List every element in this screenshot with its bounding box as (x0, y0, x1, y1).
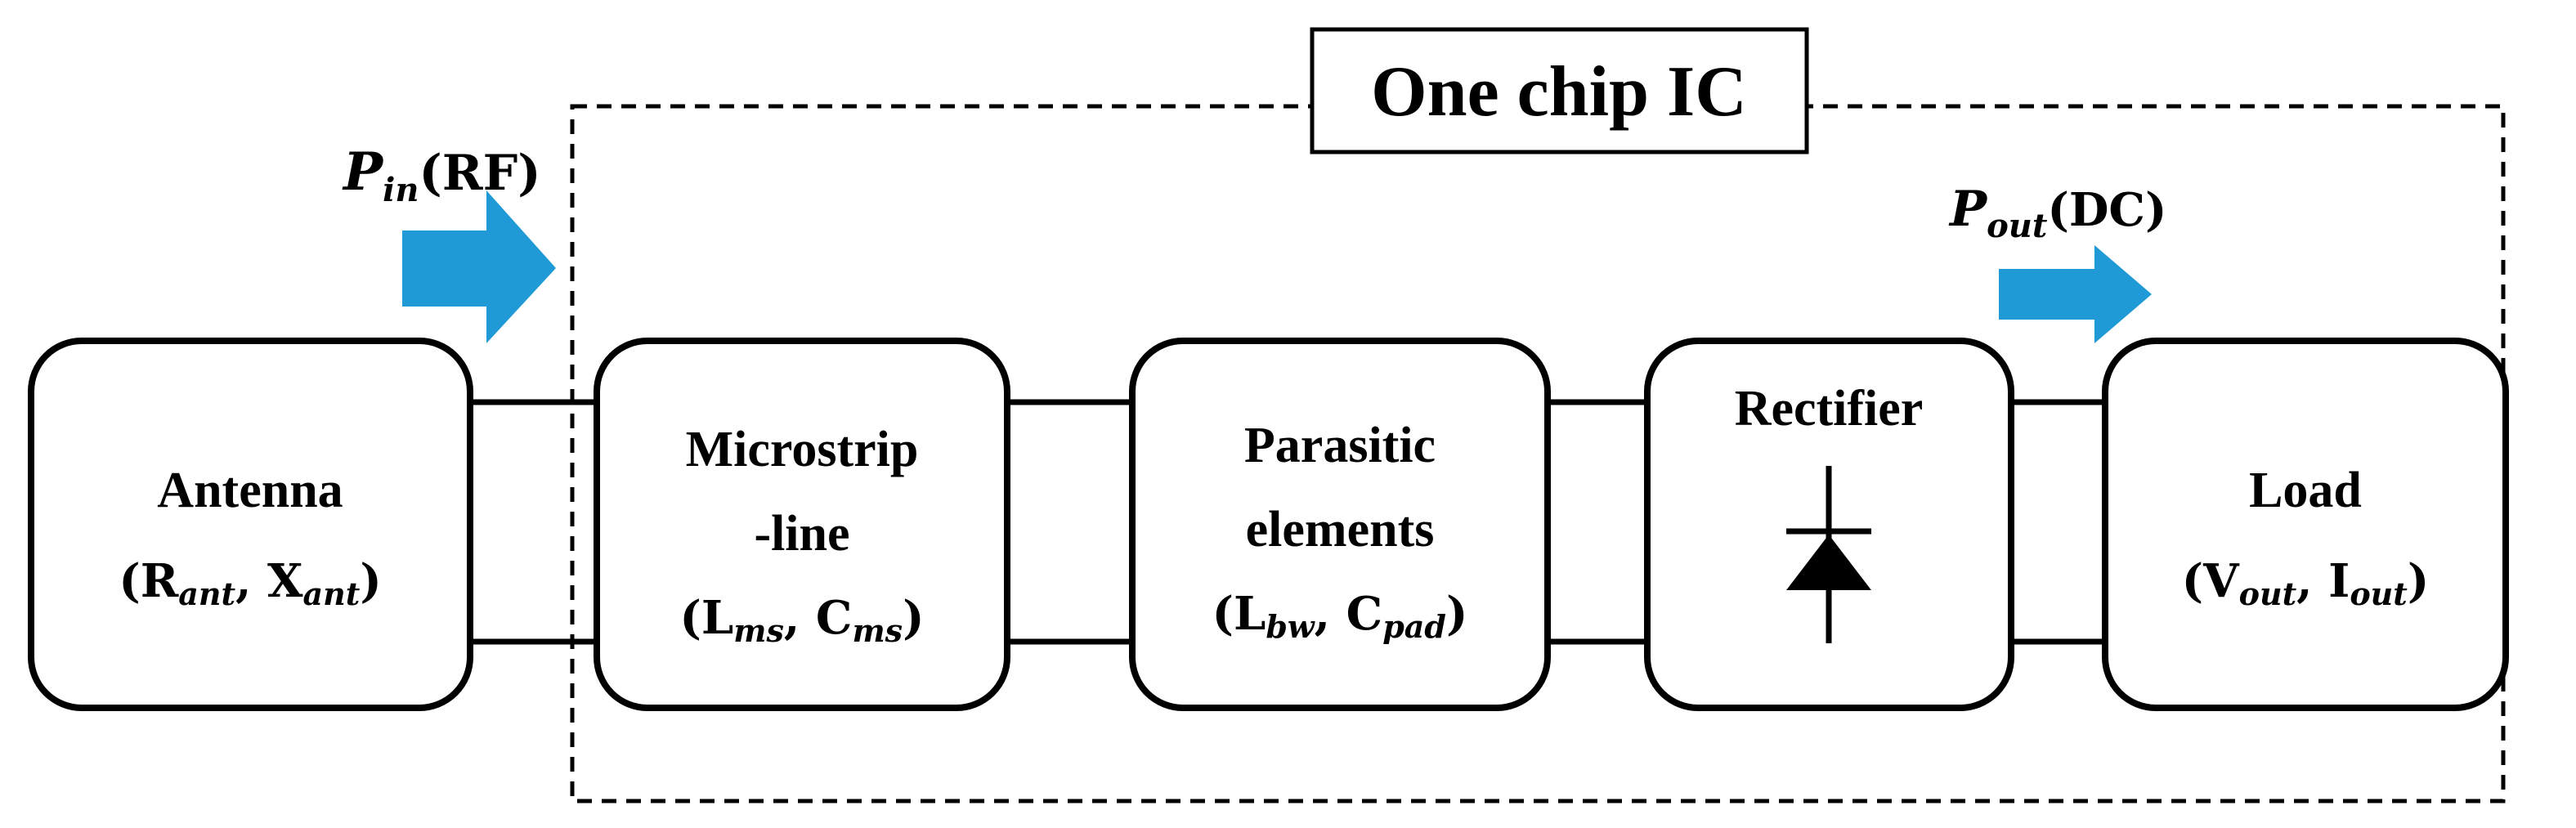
output-power-arrow-icon (1999, 245, 2152, 343)
microstrip-block (594, 338, 1010, 711)
antenna-title: Antenna (157, 463, 343, 518)
connection-wires (470, 399, 2105, 645)
antenna-param-2: X (267, 554, 303, 608)
output-power-label: Pout(DC) (1948, 181, 2167, 245)
parasitic-title-line2: elements (1246, 502, 1435, 557)
antenna-param-1: R (141, 554, 179, 608)
microstrip-title-line2: -line (754, 506, 849, 562)
parasitic-title-line1: Parasitic (1244, 418, 1436, 473)
input-power-label: Pin(RF) (342, 141, 541, 209)
diode-icon (1786, 466, 1871, 643)
load-params: (Vout, Iout) (2182, 554, 2430, 612)
load-block (2102, 338, 2509, 711)
rectifier-title: Rectifier (1735, 381, 1924, 436)
antenna-block (28, 338, 473, 711)
microstrip-title-line1: Microstrip (686, 422, 919, 477)
load-title: Load (2249, 463, 2362, 518)
chip-label-box (1310, 27, 1809, 154)
input-power-arrow-icon (402, 190, 556, 343)
parasitic-block (1129, 338, 1551, 711)
chip-label: One chip IC (1371, 52, 1747, 132)
